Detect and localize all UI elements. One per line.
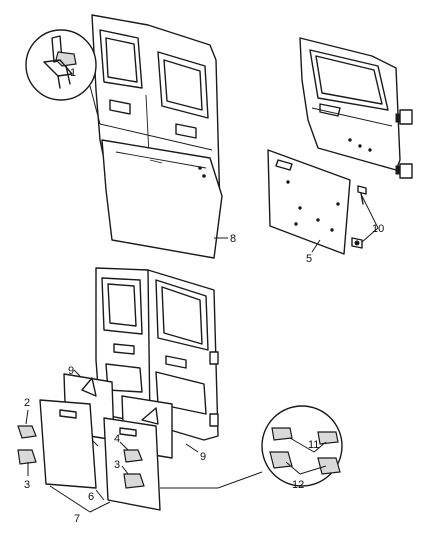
side-door-upper-right (299, 37, 413, 179)
callout-12: 12 (292, 479, 304, 491)
clips-2-3-4 (17, 425, 145, 489)
callout-4: 4 (114, 433, 120, 445)
callout-11: 11 (308, 439, 319, 451)
push-pin-fasteners-10 (351, 185, 379, 249)
callout-6: 6 (88, 491, 94, 503)
detail-circle-clip-1 (25, 29, 101, 125)
callout-10: 10 (372, 223, 384, 235)
trim-panels-6-7 (39, 399, 161, 511)
callout-2: 2 (24, 397, 30, 409)
trim-panel-5 (267, 149, 351, 255)
callout-3-right: 3 (114, 459, 120, 471)
callout-7: 7 (74, 513, 80, 525)
leader-lines (25, 237, 327, 513)
rear-door-upper-left (91, 14, 223, 259)
callout-3-left: 3 (24, 479, 30, 491)
callout-5: 5 (306, 253, 312, 265)
callout-8: 8 (230, 233, 236, 245)
callout-9-left: 9 (68, 365, 74, 377)
detail-circle-clips-11-12 (160, 405, 343, 489)
callout-1: 1 (70, 67, 76, 79)
callout-9-right: 9 (200, 451, 206, 463)
